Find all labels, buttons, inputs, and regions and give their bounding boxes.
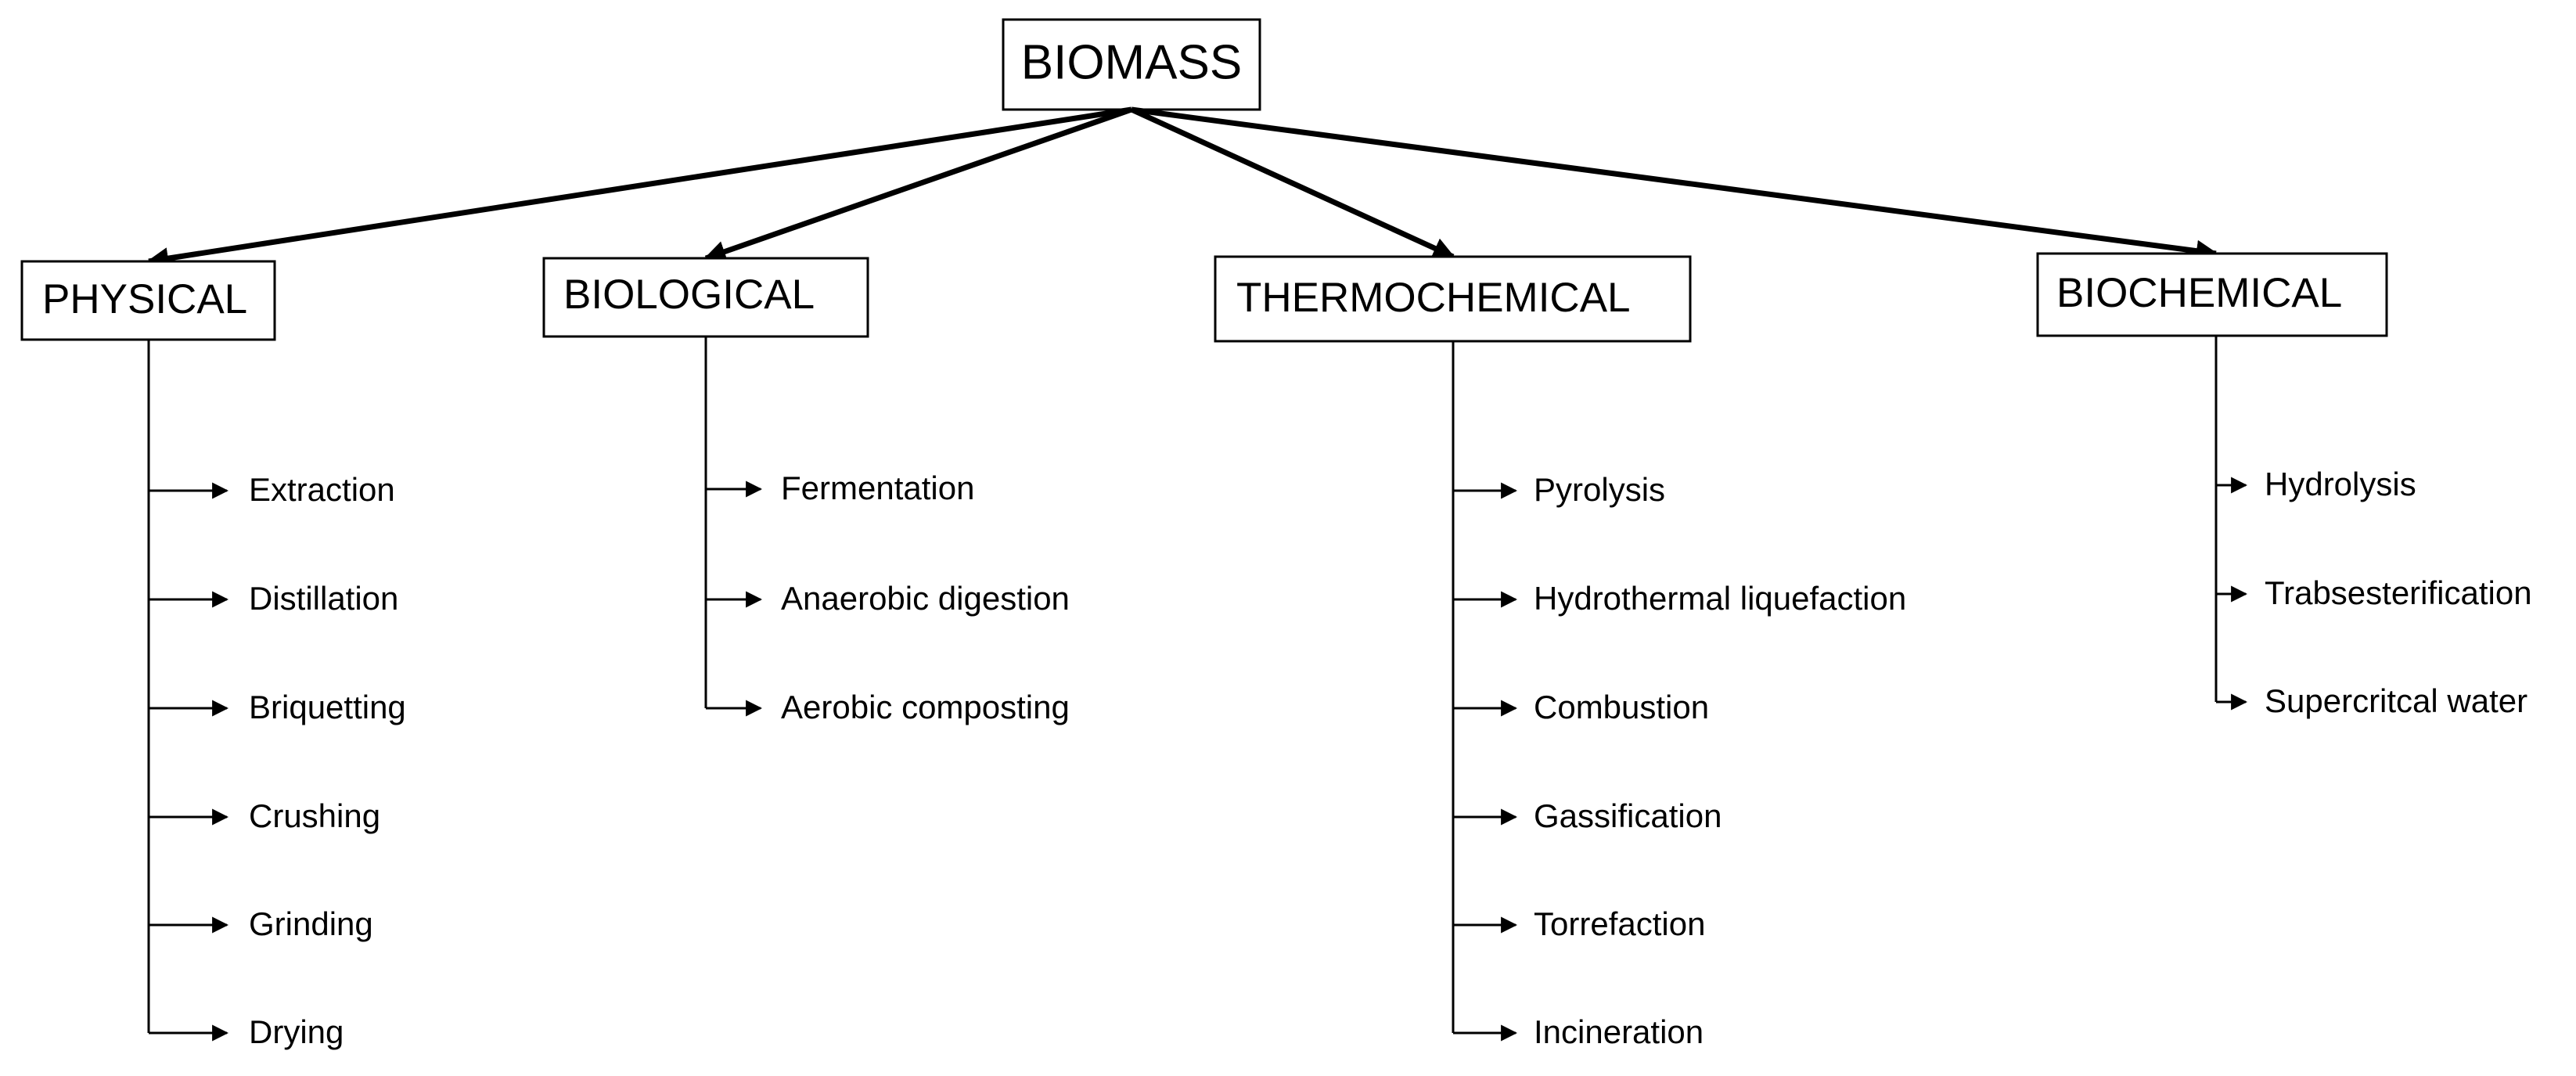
thermochemical-item-combustion: Combustion <box>1534 689 1709 725</box>
thermochemical-item-torrefaction: Torrefaction <box>1534 905 1705 942</box>
category-biological: BIOLOGICAL Fermentation Anaerobic digest… <box>542 257 1070 725</box>
root-node-label: BIOMASS <box>1021 35 1243 89</box>
physical-item-crushing: Crushing <box>249 797 380 834</box>
category-biological-label: BIOLOGICAL <box>563 272 815 318</box>
category-thermochemical: THERMOCHEMICAL Pyrolysis Hydrothermal li… <box>1214 255 1906 1050</box>
physical-item-briquetting: Briquetting <box>249 689 406 725</box>
thermochemical-item-hydrothermal-liquefaction: Hydrothermal liquefaction <box>1534 580 1906 617</box>
biochemical-item-hydrolysis: Hydrolysis <box>2265 466 2416 502</box>
biochemical-item-supercritcal-water: Supercritcal water <box>2265 682 2527 719</box>
arrow-to-biological <box>703 106 1133 262</box>
category-physical-label: PHYSICAL <box>42 276 247 322</box>
biological-item-fermentation: Fermentation <box>781 470 974 506</box>
main-arrows <box>146 106 2218 269</box>
category-thermochemical-label: THERMOCHEMICAL <box>1236 275 1631 321</box>
thermochemical-item-pyrolysis: Pyrolysis <box>1534 471 1665 508</box>
category-biochemical-box <box>2036 252 2388 337</box>
arrow-to-thermochemical <box>1130 106 1455 260</box>
thermochemical-item-gassification: Gassification <box>1534 797 1722 834</box>
physical-item-drying: Drying <box>249 1013 344 1050</box>
physical-item-grinding: Grinding <box>249 905 373 942</box>
category-physical: PHYSICAL Extraction Distillation Briquet… <box>20 260 406 1050</box>
biological-item-anaerobic-digestion: Anaerobic digestion <box>781 580 1070 617</box>
thermochemical-item-incineration: Incineration <box>1534 1013 1704 1050</box>
root-node: BIOMASS <box>1002 18 1261 111</box>
category-physical-box <box>20 260 276 341</box>
category-biochemical-label: BIOCHEMICAL <box>2056 270 2342 316</box>
physical-item-distillation: Distillation <box>249 580 398 617</box>
category-biochemical: BIOCHEMICAL Hydrolysis Trabsesterificati… <box>2036 252 2532 719</box>
arrow-to-physical <box>146 106 1132 269</box>
biochemical-item-trabsesterification: Trabsesterification <box>2265 574 2532 611</box>
root-node-box <box>1002 18 1261 111</box>
biological-item-aerobic-composting: Aerobic composting <box>781 689 1070 725</box>
arrow-to-biochemical <box>1131 106 2218 262</box>
physical-item-extraction: Extraction <box>249 471 395 508</box>
